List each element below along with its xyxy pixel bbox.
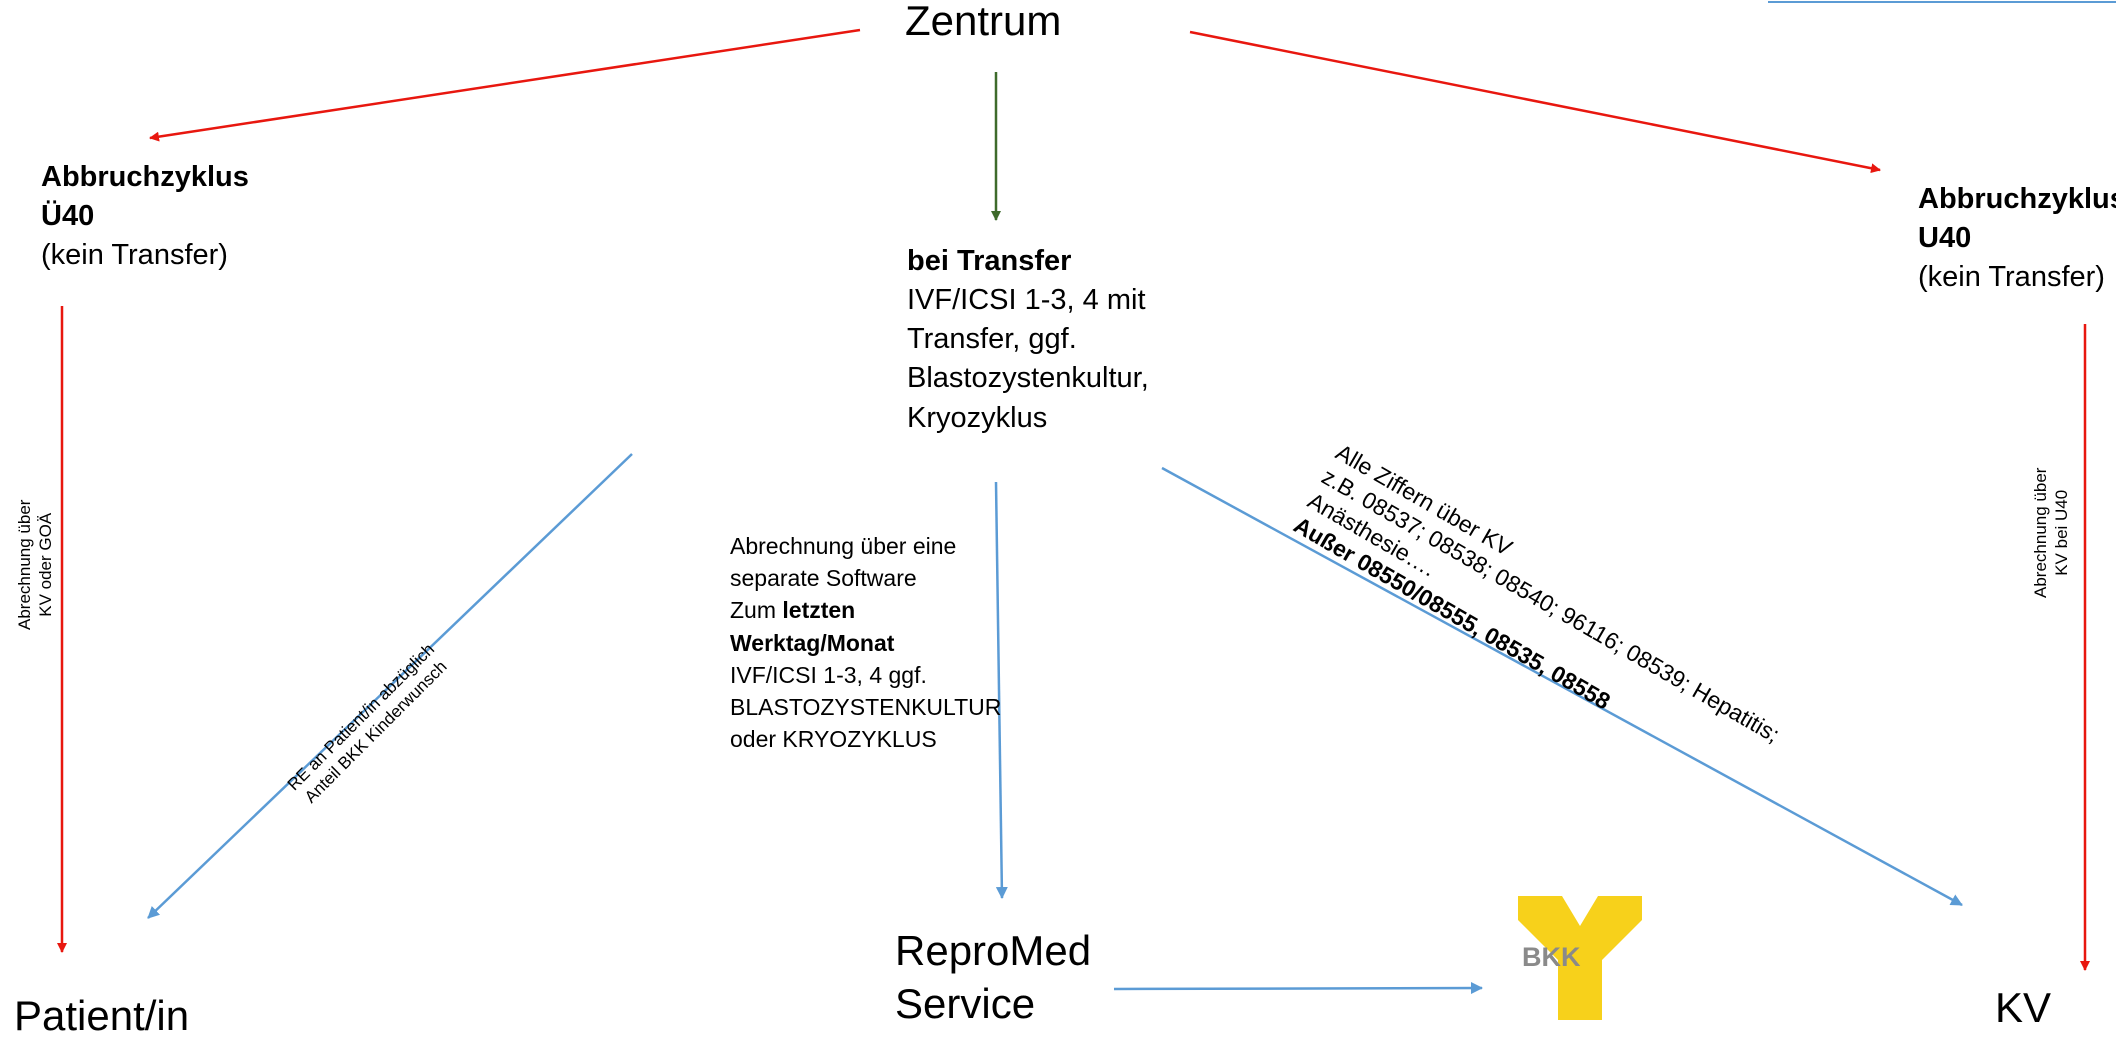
- label-software-line7: oder KRYOZYKLUS: [730, 726, 937, 753]
- label-software-line6: BLASTOZYSTENKULTUR: [730, 693, 1002, 720]
- arrow-center-to-patient: [147, 453, 633, 919]
- label-software-zum: Zum: [730, 597, 783, 624]
- label-abrechnung-kv-goae: Abrechnung über KV oder GOÄ: [14, 500, 57, 630]
- bkk-logo-text: BKK: [1522, 942, 1581, 972]
- node-zentrum: Zentrum: [905, 0, 1062, 44]
- node-repromed-line1: ReproMed: [895, 927, 1092, 974]
- node-abbruch-u40: Abbruchzyklus U40 (kein Transfer): [1918, 180, 2116, 297]
- label-software-line5: IVF/ICSI 1-3, 4 ggf.: [730, 661, 927, 688]
- label-software-line2: separate Software: [730, 565, 917, 592]
- node-patient: Patient/in: [14, 992, 190, 1039]
- node-abbruch-u40-title: Abbruchzyklus: [1918, 183, 2116, 215]
- arrow-zentrum-to-left: [149, 28, 861, 142]
- node-repromed-service: ReproMed Service: [895, 925, 1091, 1030]
- label-software-letzten: letzten: [782, 597, 856, 624]
- label-software-line3: Zum letzten: [730, 594, 1001, 626]
- bkk-logo: BKK: [1518, 896, 1642, 1020]
- node-repromed-line2: Service: [895, 979, 1036, 1027]
- label-kv-u40-line2: KV bei U40: [2052, 489, 2072, 576]
- label-software-line4: Werktag/Monat: [730, 629, 895, 656]
- node-abbruch-u40-age: U40: [1918, 222, 1972, 255]
- label-abrechnung-software: Abrechnung über eine separate Software Z…: [730, 530, 1001, 755]
- node-abbruch-ue40-note: (kein Transfer): [41, 239, 228, 272]
- arrow-zentrum-to-right: [1189, 30, 1881, 174]
- label-kv-u40-line1: Abrechnung über: [2031, 467, 2050, 598]
- node-bei-transfer-line3: Transfer, ggf.: [907, 323, 1077, 356]
- node-bei-transfer-title: bei Transfer: [907, 245, 1072, 277]
- node-bei-transfer: bei Transfer IVF/ICSI 1-3, 4 mit Transfe…: [907, 242, 1149, 438]
- arrow-center-to-kv: [1161, 466, 1963, 907]
- label-kv-goae-line1: Abrechnung über: [15, 499, 34, 630]
- label-kv-goae-line2: KV oder GOÄ: [36, 512, 56, 617]
- label-abrechnung-kv-u40: Abrechnung über KV bei U40: [2030, 468, 2073, 598]
- node-kv: KV: [1995, 984, 2052, 1031]
- node-abbruch-ue40: Abbruchzyklus Ü40 (kein Transfer): [41, 158, 249, 275]
- bkk-logo-icon: BKK: [1518, 896, 1642, 1020]
- node-bei-transfer-line4: Blastozystenkultur,: [907, 362, 1149, 395]
- label-software-line1: Abrechnung über eine: [730, 533, 957, 559]
- node-bei-transfer-line5: Kryozyklus: [907, 401, 1048, 434]
- node-abbruch-ue40-age: Ü40: [41, 200, 95, 233]
- node-bei-transfer-line2: IVF/ICSI 1-3, 4 mit: [907, 284, 1146, 317]
- node-abbruch-u40-note: (kein Transfer): [1918, 261, 2105, 294]
- node-abbruch-ue40-title: Abbruchzyklus: [41, 161, 249, 193]
- arrow-center-to-repromed: [994, 481, 1008, 899]
- arrow-repromed-to-bkk: [1113, 982, 1483, 995]
